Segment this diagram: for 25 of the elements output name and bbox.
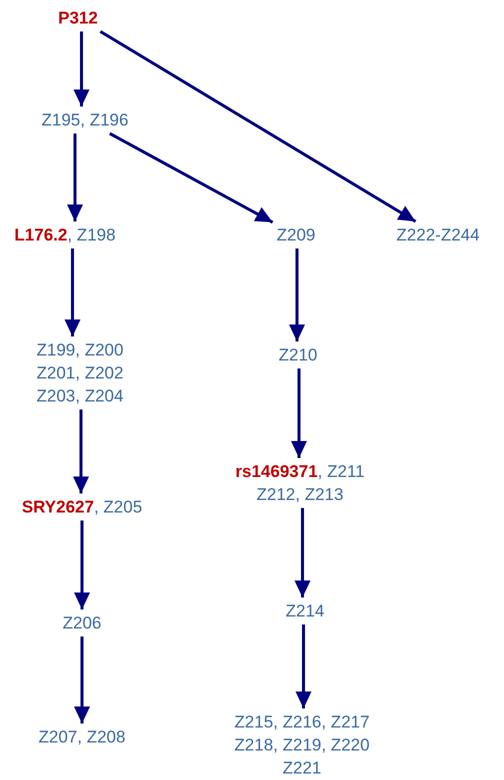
marker-label: Z199, Z200 Z201, Z202 Z203, Z204	[25, 338, 135, 408]
marker-label: Z206	[52, 612, 112, 634]
marker-label: Z195, Z196	[25, 108, 145, 132]
arrow	[291, 368, 307, 458]
marker-label: SRY2627, Z205	[7, 496, 157, 518]
marker-label: Z209	[266, 224, 326, 246]
arrow	[74, 32, 90, 106]
arrow	[296, 624, 312, 708]
marker-label: rs1469371, Z211 Z212, Z213	[215, 460, 385, 506]
arrow	[294, 508, 310, 598]
arrow	[73, 410, 89, 494]
marker-label: Z210	[268, 344, 328, 366]
arrow	[74, 520, 90, 610]
arrow	[109, 132, 274, 224]
marker-label: P312	[48, 6, 108, 30]
marker-label: L176.2, Z198	[0, 224, 130, 246]
arrow	[100, 30, 416, 223]
arrow	[67, 134, 83, 222]
marker-label: Z215, Z216, Z217 Z218, Z219, Z220 Z221	[222, 710, 382, 780]
arrow	[64, 248, 80, 336]
arrow	[289, 248, 305, 342]
arrow	[74, 636, 90, 724]
marker-label: Z214	[275, 600, 335, 622]
marker-label: Z222-Z244	[388, 224, 488, 246]
marker-label: Z207, Z208	[27, 726, 137, 748]
